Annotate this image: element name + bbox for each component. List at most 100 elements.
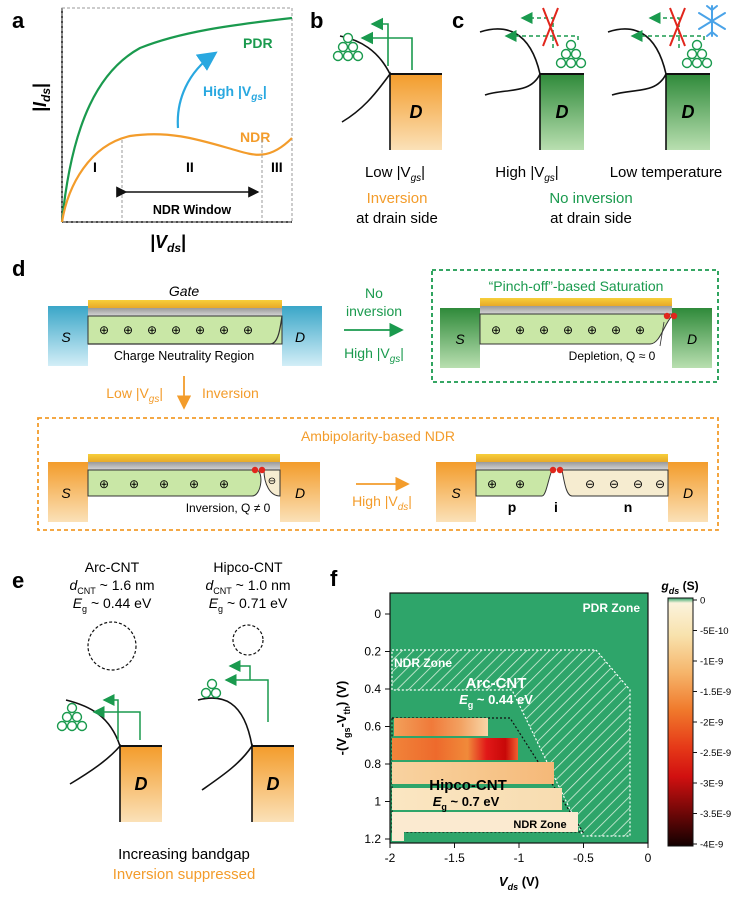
arc-eg-label: Eg ~ 0.44 eV bbox=[459, 692, 533, 710]
panel-d: d S D Gate ⊕⊕⊕⊕⊕⊕⊕ Charge Neutrality Reg… bbox=[12, 256, 719, 531]
x-tick-label: -2 bbox=[385, 851, 396, 865]
ndr-label: NDR bbox=[240, 129, 270, 145]
device-pinchoff: S D ⊕⊕⊕⊕⊕⊕⊕ Depletion, Q ≈ 0 bbox=[440, 298, 712, 368]
y-tick-label: 0 bbox=[374, 607, 381, 621]
arc-cnt-circle bbox=[87, 621, 137, 671]
ambipolar-title: Ambipolarity-based NDR bbox=[301, 428, 455, 444]
heatmap-row-5 bbox=[392, 812, 578, 832]
hipco-balls bbox=[200, 678, 222, 699]
svg-text:⊖: ⊖ bbox=[585, 477, 595, 491]
charge-neutrality-label: Charge Neutrality Region bbox=[114, 349, 254, 363]
blocked-arrow-2a bbox=[648, 12, 680, 48]
y-tick-label: 0.6 bbox=[364, 720, 381, 734]
region-iii: III bbox=[271, 159, 283, 175]
drain-label-2: D bbox=[687, 331, 697, 347]
panel-a: a |Ids| |Vds| PDR NDR High |Vgs| I II II… bbox=[12, 7, 293, 255]
x-tick-label: 0 bbox=[645, 851, 652, 865]
svg-text:⊕: ⊕ bbox=[243, 323, 253, 337]
result-line-2: at drain side bbox=[550, 210, 632, 227]
svg-text:⊕: ⊕ bbox=[171, 323, 181, 337]
device-neutral: S D Gate ⊕⊕⊕⊕⊕⊕⊕ Charge Neutrality Regio… bbox=[48, 283, 322, 366]
inversion-q-label: Inversion, Q ≠ 0 bbox=[186, 501, 271, 515]
n-label: n bbox=[624, 499, 633, 515]
hipco-title: Hipco-CNT bbox=[213, 559, 283, 575]
drain-label-2: D bbox=[682, 102, 695, 122]
svg-text:⊕: ⊕ bbox=[147, 323, 157, 337]
drain-label: D bbox=[295, 329, 305, 345]
arc-title: Arc-CNT bbox=[85, 559, 140, 575]
high-vgs-label: High |Vgs| bbox=[344, 345, 404, 365]
colorbar-ticks: 0-5E-10-1E-9-1.5E-9-2E-9-2.5E-9-3E-9-3.5… bbox=[693, 596, 731, 851]
hipco-eg-label: Eg ~ 0.7 eV bbox=[433, 794, 500, 812]
heatmap-row-2 bbox=[392, 738, 518, 760]
colorbar-tick-label: -5E-10 bbox=[700, 626, 729, 637]
tunnel-arrow-2 bbox=[360, 31, 413, 70]
panel-label-a: a bbox=[12, 8, 25, 33]
gate-label: Gate bbox=[169, 283, 200, 299]
axis-label-x: |Vds| bbox=[150, 232, 186, 255]
arc-drain-label: D bbox=[135, 774, 148, 794]
hipco-cnt-circle bbox=[232, 624, 264, 656]
pinchoff-box bbox=[431, 269, 719, 383]
arc-ndr-zone bbox=[391, 649, 631, 837]
colorbar-tick-label: -4E-9 bbox=[700, 840, 723, 851]
svg-text:⊕: ⊕ bbox=[189, 477, 199, 491]
region-i: I bbox=[93, 159, 97, 175]
svg-text:⊕: ⊕ bbox=[99, 477, 109, 491]
svg-text:⊕: ⊕ bbox=[539, 323, 549, 337]
colorbar-tick-label: -1E-9 bbox=[700, 657, 723, 668]
y-tick-label: 0.2 bbox=[364, 645, 381, 659]
svg-text:⊕: ⊕ bbox=[611, 323, 621, 337]
arc-drain-block bbox=[120, 746, 162, 822]
no-inversion-1: No bbox=[365, 285, 383, 301]
drain-label-1: D bbox=[556, 102, 569, 122]
axis-label-y: |Ids| bbox=[30, 83, 53, 112]
hipco-label: Hipco-CNT bbox=[429, 777, 507, 794]
i-label: i bbox=[554, 499, 558, 515]
y-tick-label: 1.2 bbox=[364, 832, 381, 846]
panel-label-c: c bbox=[452, 8, 464, 33]
high-vgs-label: High |Vgs| bbox=[203, 83, 267, 103]
condition-label: Low |Vgs| bbox=[365, 164, 425, 184]
ambipolar-box bbox=[37, 417, 719, 531]
source-label-2: S bbox=[455, 331, 465, 347]
colorbar-tick-label: -3E-9 bbox=[700, 779, 723, 790]
y-tick-label: 1 bbox=[374, 795, 381, 809]
colorbar-tick-label: -2.5E-9 bbox=[700, 748, 731, 759]
arc-balls bbox=[58, 704, 87, 731]
colorbar-tick-label: -3.5E-9 bbox=[700, 809, 731, 820]
carrier-balls-1 bbox=[557, 41, 586, 68]
result-line-1: No inversion bbox=[549, 190, 632, 207]
svg-text:⊖: ⊖ bbox=[655, 477, 665, 491]
y-tick-label: 0.8 bbox=[364, 757, 381, 771]
carrier-balls-2 bbox=[683, 41, 712, 68]
panel-c: c D High |Vgs| D Low temperature No inve… bbox=[452, 5, 726, 227]
drain-block-1 bbox=[540, 74, 584, 150]
svg-text:⊕: ⊕ bbox=[587, 323, 597, 337]
drain-block bbox=[390, 74, 442, 150]
colorbar bbox=[667, 597, 694, 847]
positive-charges: ⊕⊕⊕⊕⊕⊕⊕ bbox=[99, 323, 253, 337]
hipco-drain-block bbox=[252, 746, 294, 822]
cross-icon-2 bbox=[669, 7, 686, 47]
svg-text:⊕: ⊕ bbox=[123, 323, 133, 337]
y-tick-label: 0.4 bbox=[364, 682, 381, 696]
svg-text:⊕: ⊕ bbox=[219, 323, 229, 337]
snowflake-icon bbox=[698, 5, 726, 37]
svg-text:⊕: ⊕ bbox=[99, 323, 109, 337]
source-label-4: S bbox=[451, 485, 461, 501]
arc-cnt-label: Arc-CNT bbox=[466, 675, 527, 692]
svg-text:⊕: ⊕ bbox=[563, 323, 573, 337]
device-pin: S D ⊕⊕ ⊖⊖⊖⊖ p i n bbox=[436, 454, 708, 522]
hipco-bandgap: Eg ~ 0.71 eV bbox=[209, 595, 288, 614]
tunnel-arrow-1 bbox=[370, 17, 389, 66]
blocked-arrow-2b bbox=[630, 30, 705, 42]
panel-label-e: e bbox=[12, 568, 24, 593]
no-inversion-2: inversion bbox=[346, 303, 402, 319]
drain-label-3: D bbox=[295, 485, 305, 501]
colorbar-title: gds (S) bbox=[660, 579, 698, 596]
ndr-zone-label-1: NDR Zone bbox=[394, 656, 452, 670]
svg-text:⊕: ⊕ bbox=[219, 477, 229, 491]
